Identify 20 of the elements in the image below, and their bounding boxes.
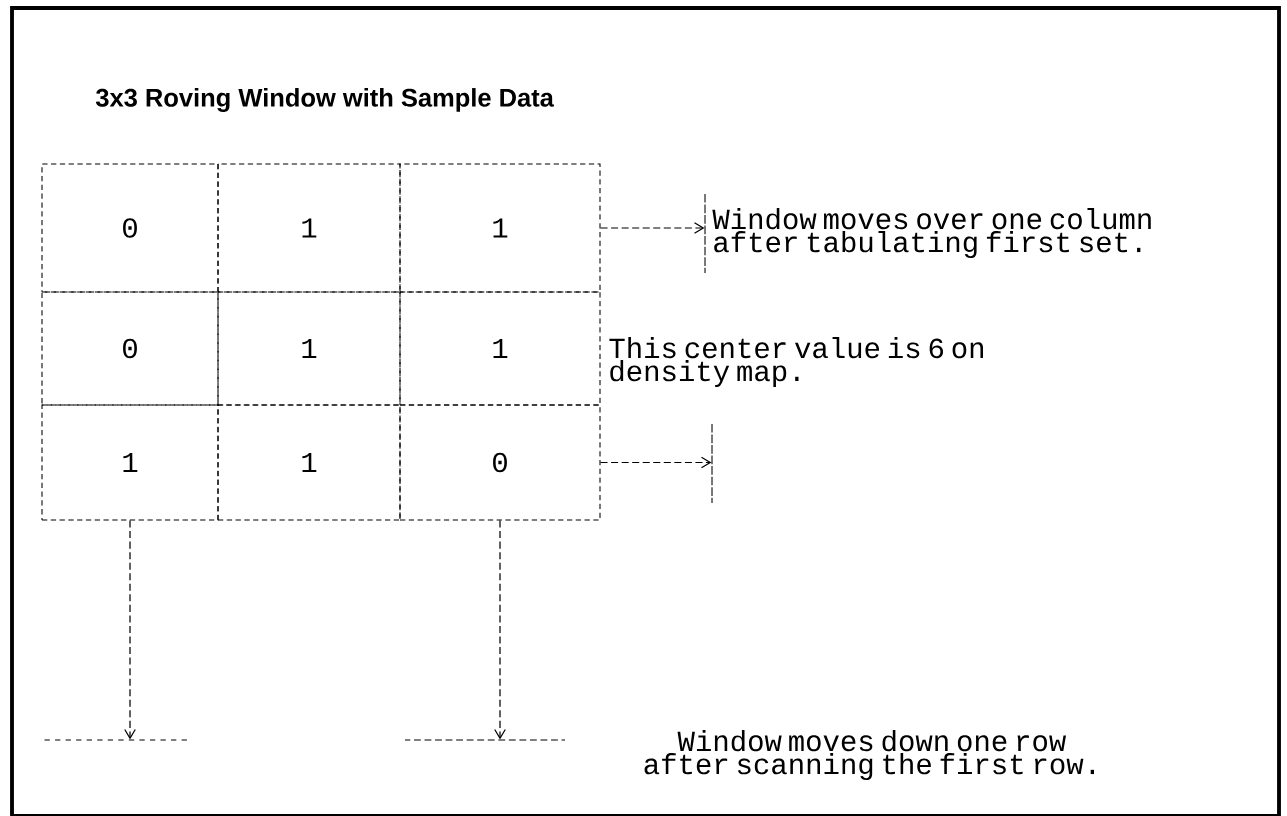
grid-cell: 0 xyxy=(399,404,601,521)
grid-cell: 1 xyxy=(399,291,601,406)
arrow xyxy=(599,222,705,234)
grid-cell: 0 xyxy=(41,291,219,406)
grid-cell: 1 xyxy=(217,404,401,521)
grid-cell: 1 xyxy=(217,163,401,293)
bar-marker xyxy=(711,422,713,504)
title: 3x3 Roving Window with Sample Data xyxy=(95,88,554,112)
arrow xyxy=(494,519,506,740)
bar-marker xyxy=(704,192,706,274)
grid-cell: 1 xyxy=(41,404,219,521)
note-text: Window moves over one column after tabulating first set. xyxy=(712,207,1151,259)
arrow xyxy=(124,519,136,740)
note-text: This center value is 6 on density map. xyxy=(609,336,983,387)
grid-cell: 1 xyxy=(217,291,401,406)
note-text: Window moves down one row after scanning the first row. xyxy=(644,729,1094,781)
grid-cell: 1 xyxy=(399,163,601,293)
grid-cell: 0 xyxy=(41,163,219,293)
dashed-rule xyxy=(404,739,566,741)
arrow xyxy=(599,456,712,469)
